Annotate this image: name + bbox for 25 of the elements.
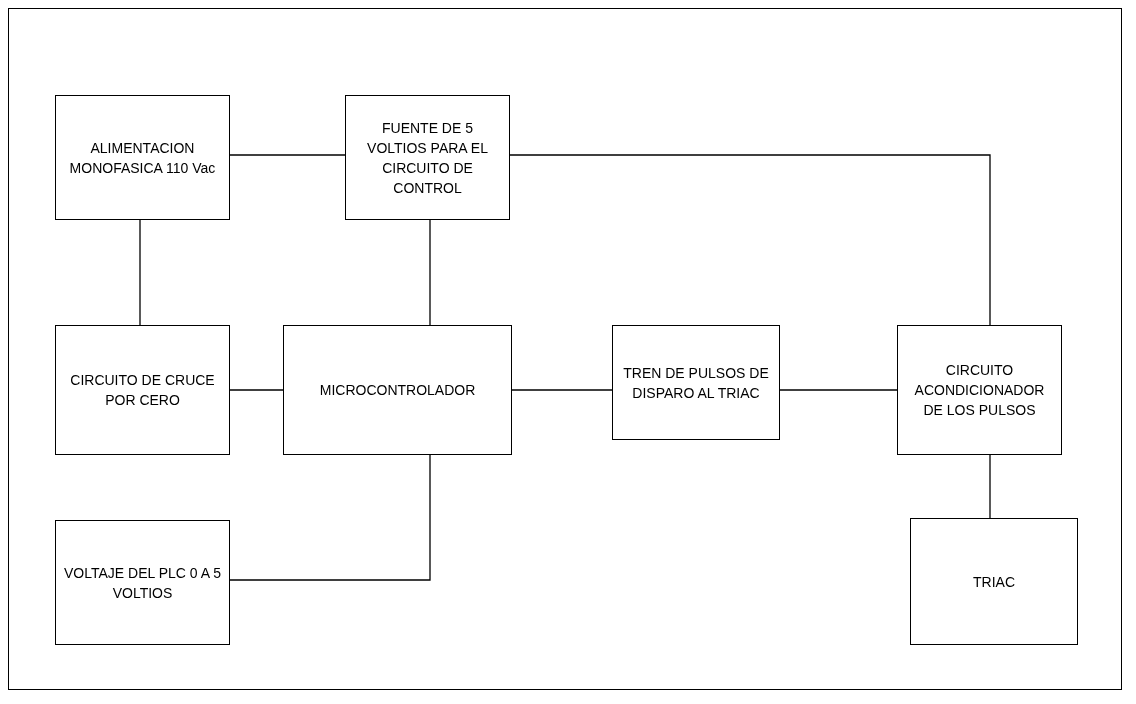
box-label: CIRCUITO DE CRUCE POR CERO <box>69 371 216 410</box>
process-box <box>910 518 1078 645</box>
box-label: TRIAC <box>973 572 1015 592</box>
box-label: FUENTE DE 5 VOLTIOS PARA EL CIRCUITO DE CONTROL <box>366 118 489 198</box>
connector-line <box>139 219 141 326</box>
process-box <box>55 520 230 645</box>
connector-line <box>509 154 991 326</box>
box-label: ALIMENTACION MONOFASICA 110 Vac <box>68 138 217 178</box>
connector-line <box>511 389 613 391</box>
connector-line <box>429 219 431 326</box>
connector-line <box>989 454 991 519</box>
connector-line <box>229 454 431 581</box>
process-box <box>55 325 230 455</box>
box-label: VOLTAJE DEL PLC 0 A 5 VOLTIOS <box>64 563 221 603</box>
process-box <box>283 325 512 455</box>
connector-line <box>779 389 898 391</box>
connector-line <box>229 389 284 391</box>
connector-line <box>229 154 346 156</box>
process-box <box>897 325 1062 455</box>
process-box <box>612 325 780 440</box>
process-box <box>345 95 510 220</box>
box-label: TREN DE PULSOS DE DISPARO AL TRIAC <box>622 363 770 403</box>
box-label: CIRCUITO ACONDICIONADOR DE LOS PULSOS <box>913 361 1046 420</box>
box-label: MICROCONTROLADOR <box>319 381 476 400</box>
process-box <box>55 95 230 220</box>
